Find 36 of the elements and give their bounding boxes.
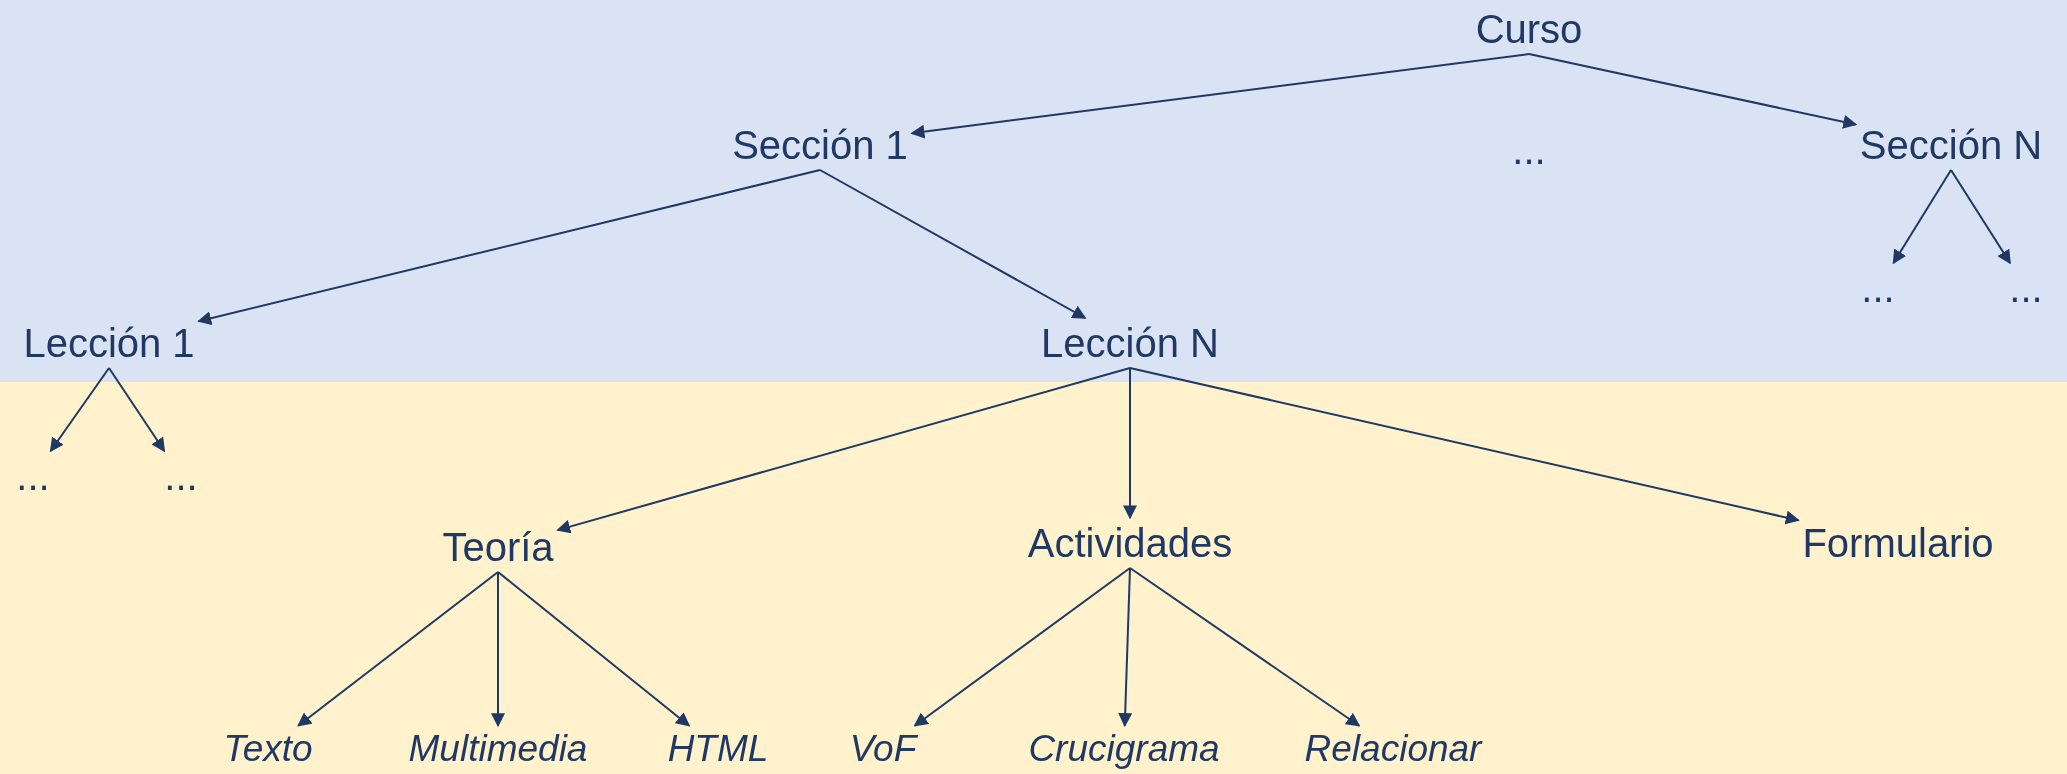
node-label: ... xyxy=(2009,265,2043,311)
node-label: Sección 1 xyxy=(732,122,908,168)
arrow xyxy=(497,571,691,727)
node-label: Sección N xyxy=(1859,122,2043,168)
node-label: Formulario xyxy=(1802,520,1994,566)
arrow xyxy=(819,169,1087,319)
arrow xyxy=(49,367,110,453)
arrow xyxy=(1123,367,1137,520)
node-label: Lección N xyxy=(1041,320,1219,366)
node-label: Curso xyxy=(1475,6,1583,52)
arrow xyxy=(1129,367,1800,525)
node-label: HTML xyxy=(667,727,769,771)
node-label: Actividades xyxy=(1027,520,1233,566)
node-label: Multimedia xyxy=(408,727,588,771)
node-label: Teoría xyxy=(442,524,554,570)
arrow xyxy=(1118,567,1133,728)
ellipsis-label: ... xyxy=(1512,127,1546,173)
arrow xyxy=(910,53,1530,139)
arrow xyxy=(1892,169,1952,265)
node-label: ... xyxy=(16,453,50,499)
node-label: Texto xyxy=(223,727,313,771)
arrow xyxy=(1528,53,1858,129)
arrow xyxy=(1950,169,2012,265)
node-label: VoF xyxy=(849,727,917,771)
node-label: Crucigrama xyxy=(1028,727,1220,771)
arrow xyxy=(197,169,821,325)
arrow xyxy=(108,367,166,453)
node-label: ... xyxy=(164,453,198,499)
arrow xyxy=(913,567,1131,727)
arrow xyxy=(556,367,1131,534)
node-label: ... xyxy=(1861,265,1895,311)
node-label: Lección 1 xyxy=(23,320,195,366)
arrow xyxy=(297,571,499,727)
arrow xyxy=(491,571,505,728)
arrow xyxy=(1129,567,1361,727)
node-label: Relacionar xyxy=(1304,727,1482,771)
